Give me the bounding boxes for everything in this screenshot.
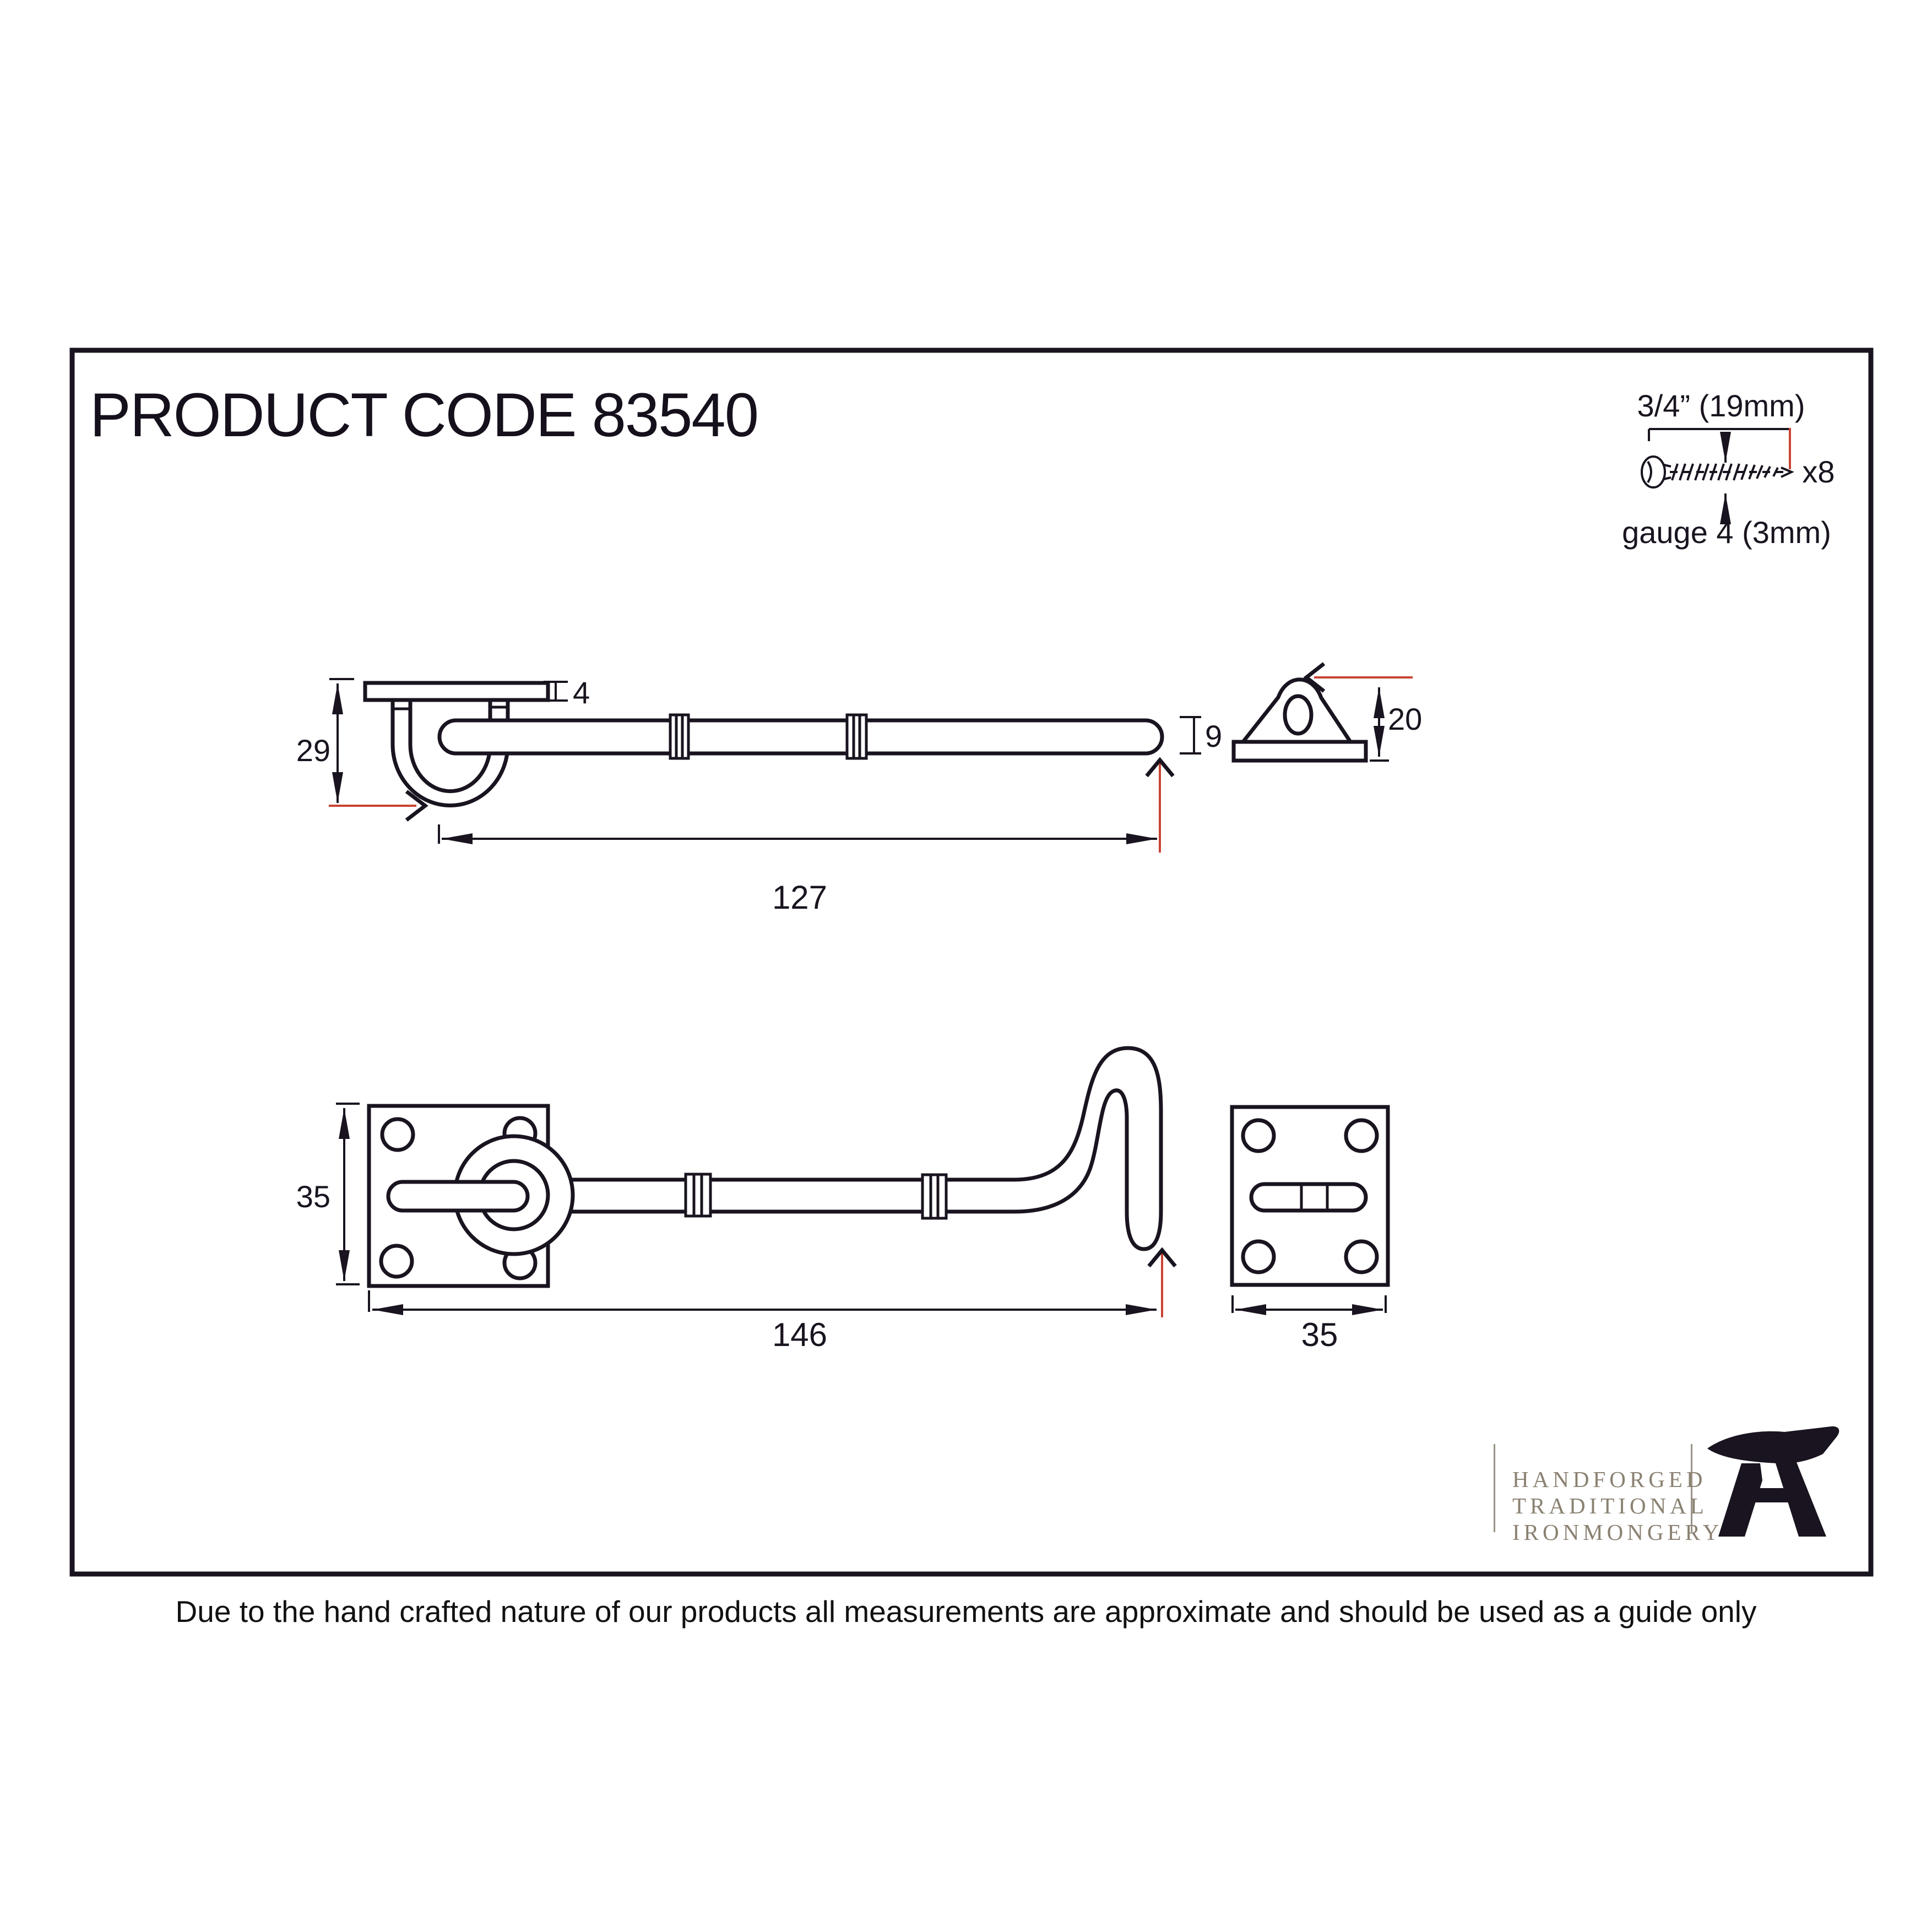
dim-keeper-35: 35: [1231, 1295, 1387, 1353]
screw-gauge-label: gauge 4 (3mm): [1622, 515, 1831, 550]
plan-keeper-plate: 35: [1230, 1105, 1390, 1353]
screw-qty-label: x8: [1802, 454, 1835, 489]
plan-view-group: 35 146 35: [296, 1046, 1390, 1353]
plan-collars: [684, 1173, 948, 1220]
pointer-up-chevron: [1145, 757, 1175, 778]
screw-threads: [1671, 463, 1794, 481]
anvil-icon: [1707, 1426, 1839, 1537]
dim-length-146: 146: [368, 1247, 1177, 1353]
svg-text:20: 20: [1388, 702, 1422, 736]
side-view-staple-loop: [390, 699, 510, 808]
svg-text:35: 35: [1301, 1316, 1338, 1353]
plan-eye-slot: [386, 1180, 530, 1213]
page-title: PRODUCT CODE 83540: [90, 381, 758, 449]
svg-text:127: 127: [772, 879, 827, 916]
logo-line-2: TRADITIONAL: [1512, 1493, 1708, 1518]
plan-keeper-slot: [1249, 1182, 1368, 1213]
pointer-left-chevron: [1303, 662, 1326, 693]
screw-length-label: 3/4” (19mm): [1637, 388, 1805, 423]
sheet-border: [69, 348, 1874, 1577]
svg-text:29: 29: [296, 733, 330, 768]
logo-right-rule: [1691, 1444, 1692, 1532]
svg-text:35: 35: [296, 1179, 330, 1214]
screw-icon: [1641, 455, 1794, 489]
dim-plate-35: 35: [296, 1103, 360, 1285]
dim-plate-thickness: 4: [544, 675, 590, 710]
side-view-shaft: [437, 718, 1164, 756]
dim-height-29: 29: [296, 678, 428, 822]
logo-line-1: HANDFORGED: [1512, 1467, 1706, 1492]
side-view-keeper: 20: [1231, 662, 1422, 763]
dim-shaft-diameter: 9: [1180, 716, 1222, 755]
logo-left-rule: [1494, 1444, 1495, 1532]
svg-text:4: 4: [573, 675, 590, 710]
plan-hook-curve: [1014, 1046, 1163, 1251]
screw-spec-group: 3/4” (19mm): [1622, 388, 1835, 550]
dim-length-127: 127: [438, 757, 1175, 916]
side-view-group: 4 29 9 127: [296, 662, 1422, 916]
side-view-collars: [669, 713, 868, 760]
brand-logo: HANDFORGED TRADITIONAL IRONMONGERY: [1494, 1426, 1839, 1545]
dim-keeper-height-20: 20: [1370, 687, 1422, 762]
pointer-up-chevron-2: [1147, 1247, 1177, 1268]
svg-text:9: 9: [1205, 719, 1222, 753]
logo-line-3: IRONMONGERY: [1512, 1519, 1723, 1545]
side-view-wall-plate: [363, 681, 550, 702]
pointer-right-chevron: [405, 790, 428, 822]
svg-text:146: 146: [772, 1316, 827, 1353]
disclaimer-text: Due to the hand crafted nature of our pr…: [176, 1594, 1757, 1629]
